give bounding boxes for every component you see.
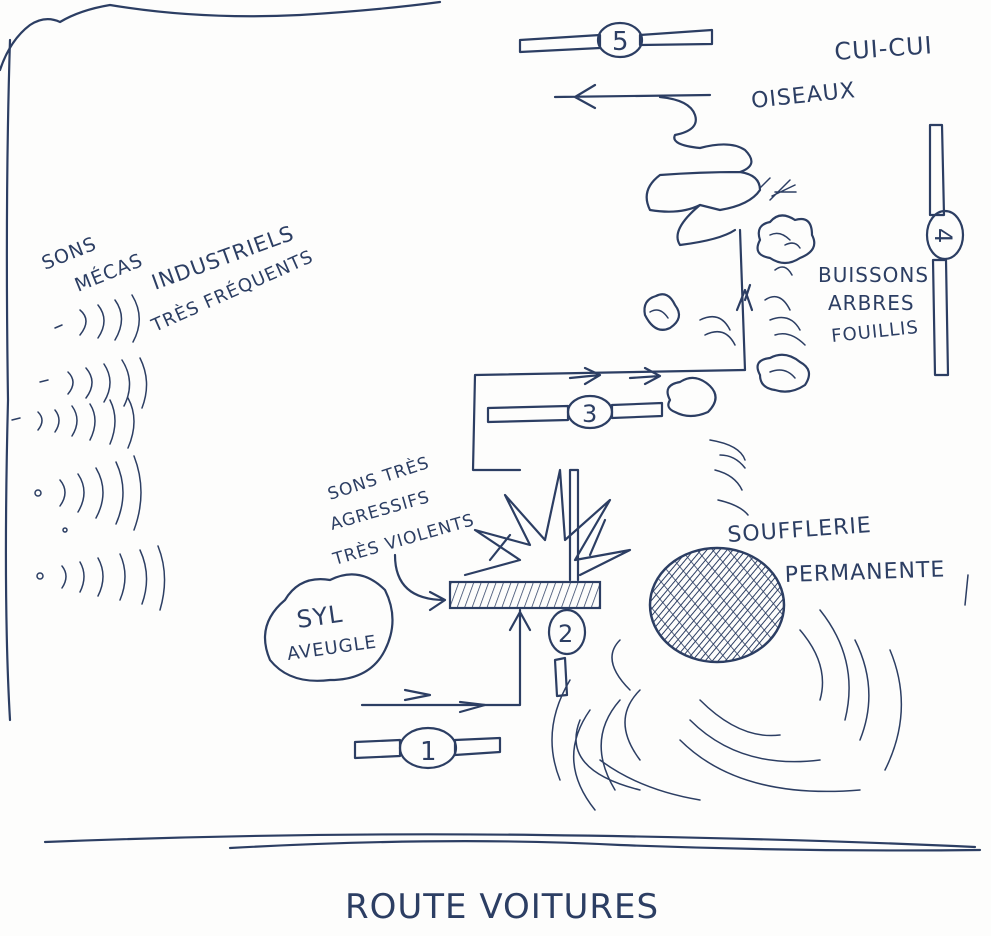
syl-label: SYL (295, 600, 345, 634)
burst-icon (465, 470, 630, 575)
marker-4-label: 4 (929, 228, 957, 244)
permanente-label: PERMANENTE (784, 557, 945, 588)
marker-2-label: 2 (558, 620, 574, 648)
path-up-to-bar (362, 610, 530, 705)
arbres-label: ARBRES (828, 291, 915, 315)
cuicui-label: CUI-CUI (833, 31, 933, 66)
bird-path (647, 97, 760, 212)
oiseaux-label: OISEAUX (750, 78, 857, 114)
syl-aveugle-bubble: SYL AVEUGLE (265, 574, 393, 680)
chirp-marks (760, 178, 796, 200)
path-arrow-right-1 (570, 368, 600, 384)
path-arrow-right-3 (405, 690, 430, 700)
marker-3-label: 3 (582, 400, 598, 428)
road-line (45, 834, 980, 850)
industrial-sound-waves (12, 295, 165, 610)
marker-2: 2 (549, 610, 585, 696)
soufflerie-label: SOUFFLERIE (727, 513, 873, 548)
marker-4: 4 (927, 125, 963, 375)
bush-icon-right (758, 355, 809, 392)
route-voitures-label: ROUTE VOITURES (345, 887, 659, 927)
page-border (0, 2, 440, 70)
foliage-scribbles (700, 267, 805, 345)
bush-icon-left (644, 294, 679, 330)
marker-1-label: 1 (420, 737, 438, 767)
buissons-label: BUISSONS (818, 263, 929, 287)
bush-icon-center (668, 378, 716, 416)
bush-icon-top (758, 215, 815, 263)
soufflerie-source (650, 548, 784, 662)
aggressive-source-bar (450, 582, 600, 608)
aveugle-label: AVEUGLE (286, 632, 378, 665)
fouillis-label: FOUILLIS (830, 317, 920, 347)
marker-5-label: 5 (612, 27, 630, 57)
permanente-tick (965, 575, 968, 605)
marker-5: 5 (520, 23, 712, 57)
marker-3: 3 (488, 396, 662, 428)
arrow-to-bar (395, 555, 445, 610)
marker-1: 1 (355, 728, 500, 768)
page-border-left (6, 40, 10, 720)
sound-waves-center (710, 440, 748, 515)
center-pole (570, 470, 578, 580)
path-arrow-right-2 (630, 368, 660, 384)
path-arrow-right-4 (460, 702, 485, 712)
